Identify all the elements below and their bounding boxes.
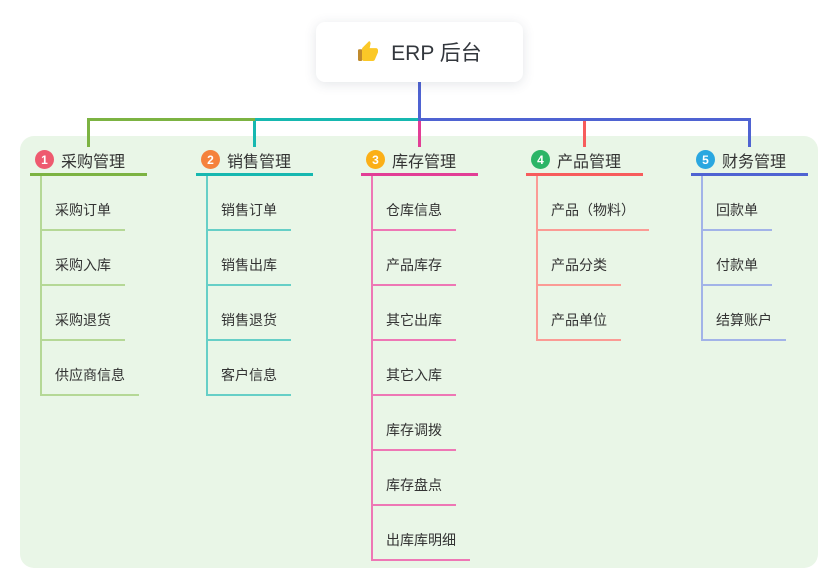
child-node-slot: 销售出库 <box>196 231 313 286</box>
branch-title-node[interactable]: 5 财务管理 <box>691 146 808 176</box>
child-node[interactable]: 产品单位 <box>536 310 621 341</box>
child-node[interactable]: 采购入库 <box>40 255 125 286</box>
branch-children-connector-line <box>40 176 42 396</box>
child-node-slot: 回款单 <box>691 176 808 231</box>
child-node[interactable]: 产品分类 <box>536 255 621 286</box>
branch-label: 库存管理 <box>392 153 457 171</box>
thumbs-up-icon <box>357 40 381 64</box>
child-node[interactable]: 其它出库 <box>371 310 456 341</box>
branch-title-node[interactable]: 4 产品管理 <box>526 146 643 176</box>
branch: 5 财务管理 回款单 付款单 结算账户 <box>691 146 808 341</box>
child-node[interactable]: 其它入库 <box>371 365 456 396</box>
branch-label: 产品管理 <box>557 153 622 171</box>
child-node-slot: 采购退货 <box>30 286 147 341</box>
branch-drop-line <box>748 121 751 147</box>
root-label: ERP 后台 <box>391 42 482 65</box>
branch-drop-line <box>583 121 586 147</box>
branch-number-badge: 5 <box>696 150 715 169</box>
root-connector-stem <box>418 82 421 121</box>
branch-drop-line <box>87 121 90 147</box>
child-node[interactable]: 采购退货 <box>40 310 125 341</box>
child-node-slot: 采购入库 <box>30 231 147 286</box>
bus-segment <box>254 118 420 121</box>
child-node[interactable]: 销售退货 <box>206 310 291 341</box>
branch-number-badge: 1 <box>35 150 54 169</box>
child-node[interactable]: 供应商信息 <box>40 365 139 396</box>
child-node[interactable]: 付款单 <box>701 255 772 286</box>
branch-children: 采购订单 采购入库 采购退货 供应商信息 <box>30 176 147 396</box>
branch-title-node[interactable]: 1 采购管理 <box>30 146 147 176</box>
child-node-slot: 供应商信息 <box>30 341 147 396</box>
child-node-slot: 产品（物料） <box>526 176 649 231</box>
child-node-slot: 其它入库 <box>361 341 478 396</box>
branch-children-connector-line <box>371 176 373 561</box>
child-node[interactable]: 仓库信息 <box>371 200 456 231</box>
branch-number-badge: 3 <box>366 150 385 169</box>
branches-panel <box>20 136 818 568</box>
branch-number-badge: 4 <box>531 150 550 169</box>
bus-segment <box>87 118 255 121</box>
child-node[interactable]: 回款单 <box>701 200 772 231</box>
child-node-slot: 销售订单 <box>196 176 313 231</box>
child-node-slot: 产品分类 <box>526 231 643 286</box>
child-node[interactable]: 库存调拨 <box>371 420 456 451</box>
child-node[interactable]: 库存盘点 <box>371 475 456 506</box>
child-node-slot: 销售退货 <box>196 286 313 341</box>
child-node[interactable]: 客户信息 <box>206 365 291 396</box>
branch-children: 产品（物料） 产品分类 产品单位 <box>526 176 649 341</box>
branch-label: 财务管理 <box>722 153 787 171</box>
branch-label: 采购管理 <box>61 153 126 171</box>
branch: 1 采购管理 采购订单 采购入库 采购退货 供应商信息 <box>30 146 147 396</box>
bus-segment <box>418 118 751 121</box>
child-node-slot: 产品库存 <box>361 231 478 286</box>
branch-children: 销售订单 销售出库 销售退货 客户信息 <box>196 176 313 396</box>
child-node-slot: 客户信息 <box>196 341 313 396</box>
branch-children-connector-line <box>701 176 703 341</box>
child-node-slot: 付款单 <box>691 231 808 286</box>
child-node-slot: 产品单位 <box>526 286 643 341</box>
root-node[interactable]: ERP 后台 <box>316 22 523 82</box>
branch-children: 仓库信息 产品库存 其它出库 其它入库 库存调拨 库存盘点 出库库明细 <box>361 176 478 561</box>
branch: 2 销售管理 销售订单 销售出库 销售退货 客户信息 <box>196 146 313 396</box>
child-node-slot: 结算账户 <box>691 286 808 341</box>
child-node-slot: 库存调拨 <box>361 396 478 451</box>
branch-children-connector-line <box>206 176 208 396</box>
child-node[interactable]: 出库库明细 <box>371 530 470 561</box>
child-node[interactable]: 产品（物料） <box>536 200 649 231</box>
branch-children: 回款单 付款单 结算账户 <box>691 176 808 341</box>
branch-children-connector-line <box>536 176 538 341</box>
child-node[interactable]: 产品库存 <box>371 255 456 286</box>
branch-drop-line <box>418 121 421 147</box>
branch-drop-line <box>253 121 256 147</box>
branch: 4 产品管理 产品（物料） 产品分类 产品单位 <box>526 146 649 341</box>
child-node-slot: 库存盘点 <box>361 451 478 506</box>
child-node[interactable]: 销售出库 <box>206 255 291 286</box>
child-node-slot: 采购订单 <box>30 176 147 231</box>
branch-label: 销售管理 <box>227 153 292 171</box>
branch-title-node[interactable]: 2 销售管理 <box>196 146 313 176</box>
child-node-slot: 仓库信息 <box>361 176 478 231</box>
child-node[interactable]: 结算账户 <box>701 310 786 341</box>
branch-number-badge: 2 <box>201 150 220 169</box>
branch: 3 库存管理 仓库信息 产品库存 其它出库 其它入库 库存调拨 库存盘点 出库库… <box>361 146 478 561</box>
child-node[interactable]: 采购订单 <box>40 200 125 231</box>
child-node-slot: 其它出库 <box>361 286 478 341</box>
branch-title-node[interactable]: 3 库存管理 <box>361 146 478 176</box>
child-node-slot: 出库库明细 <box>361 506 478 561</box>
child-node[interactable]: 销售订单 <box>206 200 291 231</box>
